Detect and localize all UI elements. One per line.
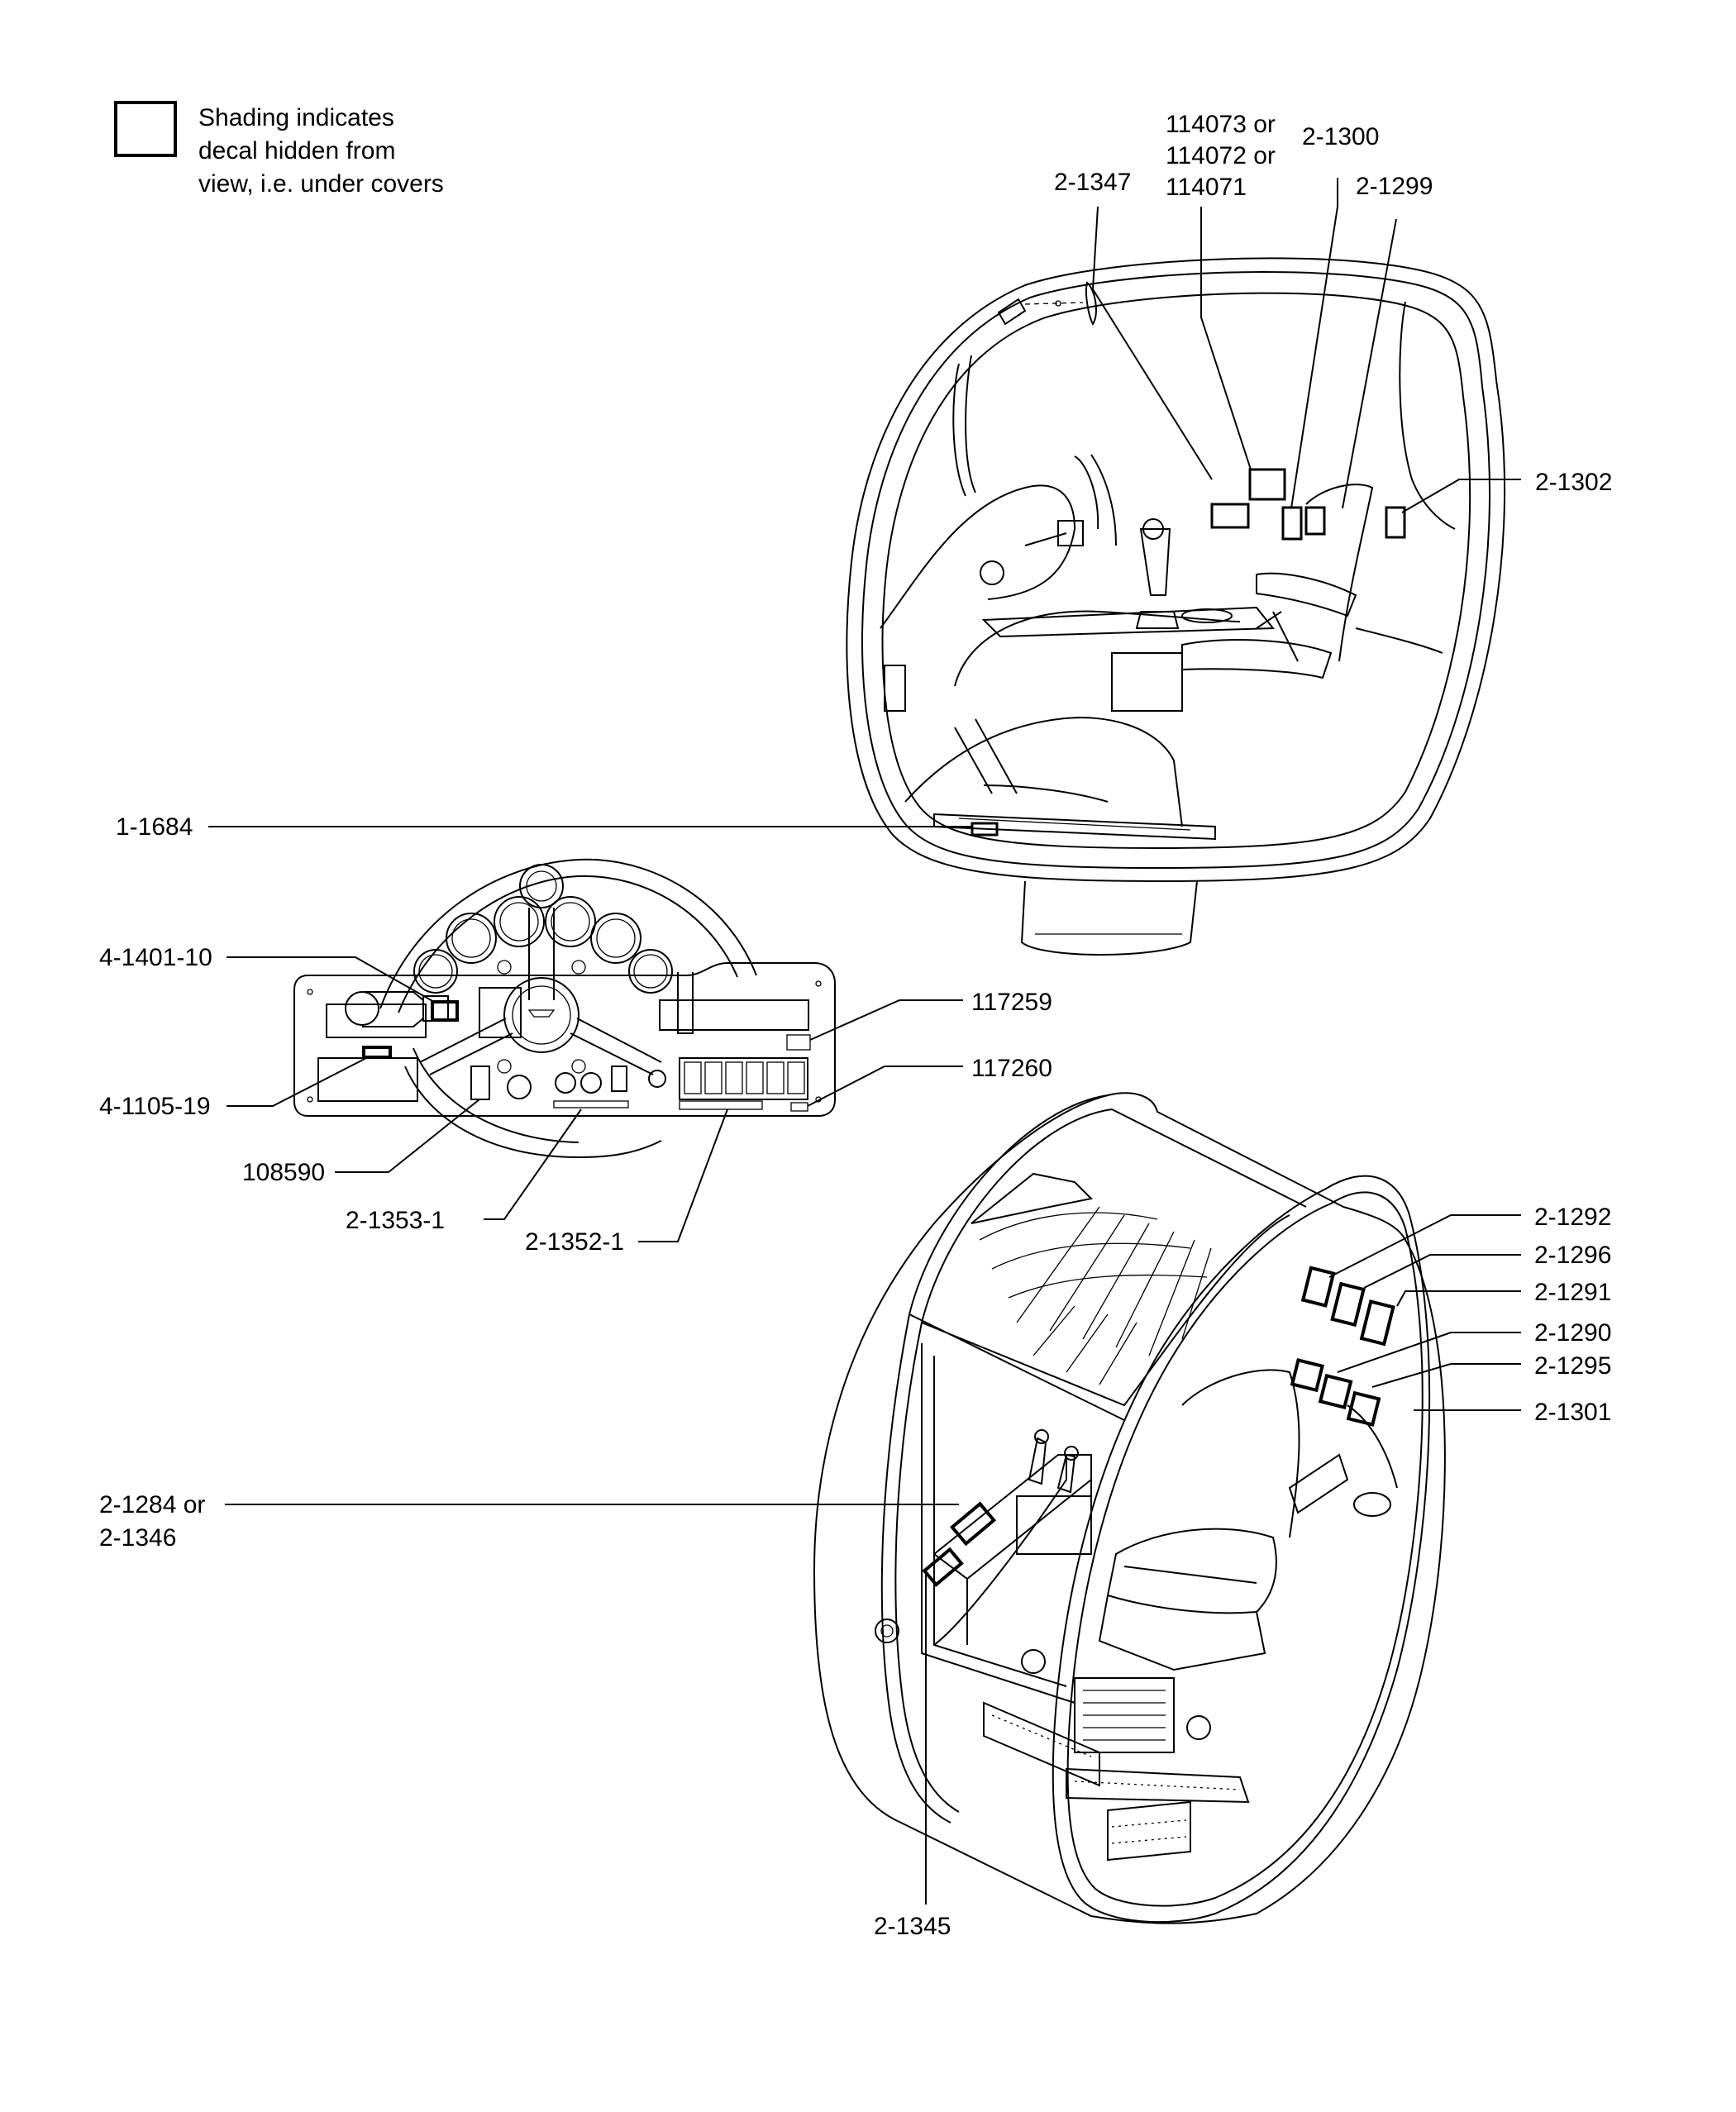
legend-line-3: view, i.e. under covers [198,170,444,198]
label-117260: 117260 [971,1055,1052,1082]
label-2-1300: 2-1300 [1302,123,1379,150]
dash-labels: 4-1401-10 117259 117260 4-1105-19 108590… [99,944,1052,1256]
label-2-1301: 2-1301 [1534,1399,1611,1426]
decal-117260 [790,1102,808,1112]
decal-2-1301 [1346,1390,1381,1427]
decal-2-1347 [1210,503,1250,529]
label-2-1345: 2-1345 [874,1913,951,1940]
decal-2-1284 [950,1501,997,1547]
label-2-1292: 2-1292 [1534,1204,1611,1231]
decal-2-1300 [1281,506,1303,541]
decal-2-1292 [1300,1266,1336,1308]
cab-side-view [208,178,1521,956]
decal-4-1105-19 [362,1046,392,1059]
dash-panel [227,858,963,1242]
label-114072: 114072 or [1166,142,1276,169]
label-4-1105-19: 4-1105-19 [99,1093,211,1120]
decal-1-1684 [971,822,999,837]
label-2-1352-1: 2-1352-1 [525,1228,624,1256]
label-2-1290: 2-1290 [1534,1319,1611,1347]
legend-swatch [114,101,177,157]
label-2-1299: 2-1299 [1356,173,1433,200]
label-2-1353-1: 2-1353-1 [346,1207,445,1234]
decal-114073 [1248,468,1286,501]
label-2-1295: 2-1295 [1534,1352,1611,1380]
cab-rear-labels: 2-1292 2-1296 2-1291 2-1290 2-1295 2-130… [99,1204,1611,1940]
label-2-1284: 2-1284 or [99,1491,205,1518]
decal-2-1290 [1290,1357,1324,1393]
label-2-1346: 2-1346 [99,1524,176,1552]
cab-side-labels: 114073 or 114072 or 114071 2-1347 2-1300… [116,111,1612,841]
decal-117259 [786,1034,811,1051]
label-2-1296: 2-1296 [1534,1242,1611,1269]
decal-2-1302 [1385,506,1406,539]
decal-2-1345 [922,1547,964,1587]
label-108590: 108590 [242,1159,325,1186]
legend-line-2: decal hidden from [198,137,395,164]
label-1-1684: 1-1684 [116,813,193,841]
label-117259: 117259 [971,989,1052,1016]
label-2-1302: 2-1302 [1535,469,1612,496]
label-2-1347: 2-1347 [1054,169,1131,196]
label-4-1401-10: 4-1401-10 [99,944,212,971]
label-114071: 114071 [1166,174,1247,201]
label-114073: 114073 or [1166,111,1276,138]
decal-2-1291 [1359,1299,1395,1347]
decal-4-1401-10 [431,1000,459,1022]
decal-2-1299 [1304,506,1326,536]
label-2-1291: 2-1291 [1534,1279,1611,1306]
legend-line-1: Shading indicates [198,104,394,131]
decal-2-1296 [1330,1281,1366,1328]
legend: Shading indicates decal hidden from view… [114,101,444,198]
decal-2-1295 [1318,1373,1353,1410]
cab-rear-view [225,1092,1521,1924]
